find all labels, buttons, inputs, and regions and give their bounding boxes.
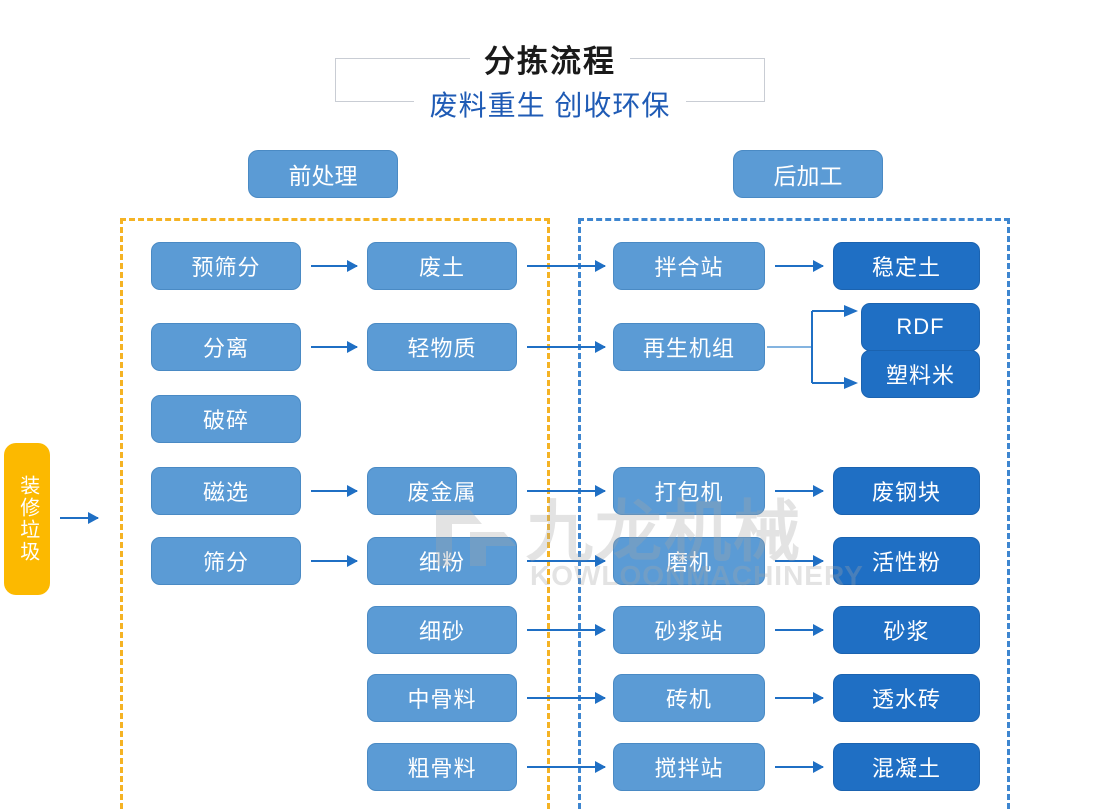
arrow-lightmaterial-to-recyclingunit [527,341,606,353]
arrow-magnetic-to-wastemetal [311,485,358,497]
arrow-wastemetal-to-baler [527,485,606,497]
node-pre-crushing: 破碎 [151,395,301,443]
node-material-waste-metal: 废金属 [367,467,517,515]
arrow-brickmachine-to-permeablebrick [775,692,824,704]
page-title: 分拣流程 [0,36,1100,81]
arrow-finesand-to-mortarstation [527,624,606,636]
arrow-sieving-to-finepowder [311,555,358,567]
node-pre-magnetic-separation: 磁选 [151,467,301,515]
node-product-mortar: 砂浆 [833,606,980,654]
node-material-light-material: 轻物质 [367,323,517,371]
node-label: RDF [896,314,945,339]
arrow-input-to-preprocessing [60,512,99,524]
node-label: 搅拌站 [654,756,724,781]
node-label: 粗骨料 [407,756,477,781]
node-label: 砂浆站 [654,619,724,644]
node-pre-sieving: 筛分 [151,537,301,585]
node-product-active-powder: 活性粉 [833,537,980,585]
node-label: 活性粉 [871,550,941,575]
arrow-mortarstation-to-mortar [775,624,824,636]
node-product-rdf: RDF [861,303,980,351]
node-label: 再生机组 [642,336,735,361]
arrow-baler-to-scrapsteel [775,485,824,497]
node-label: 细粉 [418,550,465,575]
node-label: 筛分 [202,550,249,575]
node-material-fine-sand: 细砂 [367,606,517,654]
node-label: 磁选 [202,480,249,505]
page-title-text: 分拣流程 [470,44,630,79]
postprocessing-zone [578,218,1010,812]
node-post-mixing-plant: 搅拌站 [613,743,765,791]
arrow-mill-to-activepowder [775,555,824,567]
node-label: 预筛分 [191,255,261,280]
node-material-fine-powder: 细粉 [367,537,517,585]
node-post-baler: 打包机 [613,467,765,515]
node-label: 砖机 [665,687,712,712]
input-node-construction-waste: 装修垃圾 [4,443,50,595]
node-post-brick-machine: 砖机 [613,674,765,722]
node-product-scrap-steel-block: 废钢块 [833,467,980,515]
node-material-waste-soil: 废土 [367,242,517,290]
arrow-mediumaggregate-to-brickmachine [527,692,606,704]
section-badge-postprocessing-label: 后加工 [773,163,843,189]
section-badge-preprocessing: 前处理 [248,150,398,198]
node-product-plastic-pellets: 塑料米 [861,350,980,398]
node-product-permeable-brick: 透水砖 [833,674,980,722]
node-label: 废钢块 [871,480,941,505]
input-node-label: 装修垃圾 [16,475,39,563]
node-label: 稳定土 [871,255,941,280]
node-label: 废土 [418,255,465,280]
page-subtitle: 废料重生 创收环保 [0,84,1100,124]
node-material-coarse-aggregate: 粗骨料 [367,743,517,791]
node-pre-separation: 分离 [151,323,301,371]
arrow-coarseaggregate-to-mixingplant [527,761,606,773]
node-label: 塑料米 [885,363,955,388]
node-label: 拌合站 [654,255,724,280]
node-label: 轻物质 [407,336,477,361]
node-product-concrete: 混凝土 [833,743,980,791]
node-label: 中骨料 [407,687,477,712]
node-post-recycling-unit: 再生机组 [613,323,765,371]
node-label: 分离 [202,336,249,361]
preprocessing-zone [120,218,550,812]
arrow-separation-to-lightmaterial [311,341,358,353]
node-material-medium-aggregate: 中骨料 [367,674,517,722]
node-label: 破碎 [202,408,249,433]
node-post-mortar-station: 砂浆站 [613,606,765,654]
node-label: 混凝土 [871,756,941,781]
arrow-presieve-to-wastesoil [311,260,358,272]
section-badge-preprocessing-label: 前处理 [288,163,358,189]
node-label: 废金属 [407,480,477,505]
node-pre-presieve: 预筛分 [151,242,301,290]
node-label: 打包机 [654,480,724,505]
arrow-wastesoil-to-mixingstation [527,260,606,272]
arrow-mixingplant-to-concrete [775,761,824,773]
node-post-mill: 磨机 [613,537,765,585]
page-subtitle-text: 废料重生 创收环保 [413,90,687,121]
arrow-finepowder-to-mill [527,555,606,567]
node-product-stabilized-soil: 稳定土 [833,242,980,290]
section-badge-postprocessing: 后加工 [733,150,883,198]
node-label: 砂浆 [883,619,930,644]
node-label: 透水砖 [871,687,941,712]
node-label: 磨机 [665,550,712,575]
arrow-mixingstation-to-stabilizedsoil [775,260,824,272]
node-label: 细砂 [418,619,465,644]
node-post-mixing-station: 拌合站 [613,242,765,290]
